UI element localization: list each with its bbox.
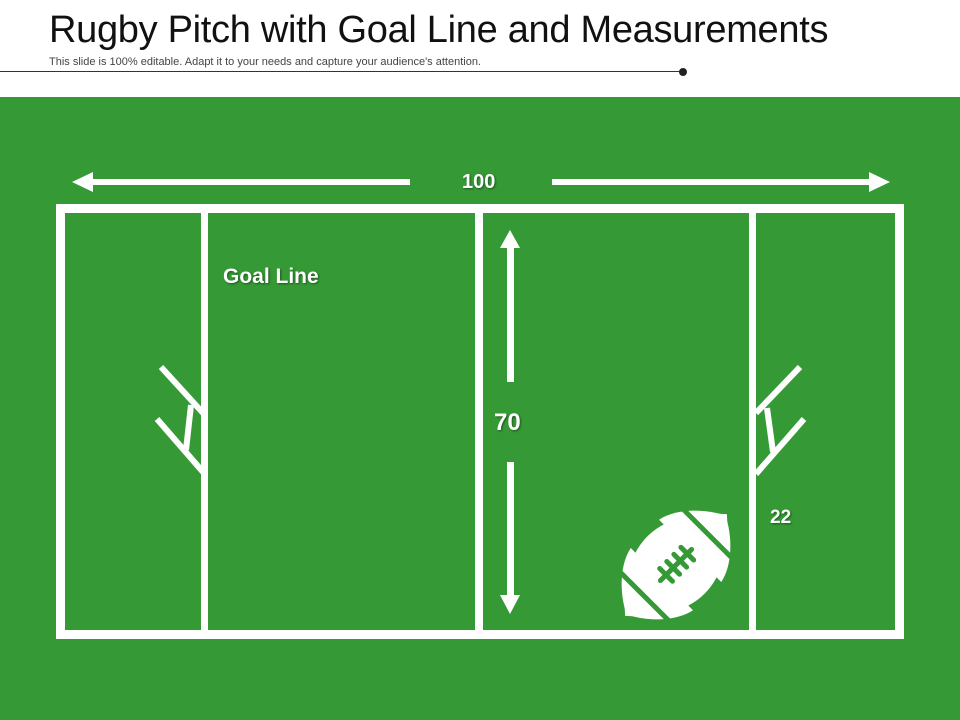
pitch-lines (201, 208, 756, 634)
page-title: Rugby Pitch with Goal Line and Measureme… (49, 9, 829, 51)
width-measurement-label: 100 (462, 171, 496, 193)
goal-line-label: Goal Line (223, 265, 319, 288)
goal-line-right (749, 208, 756, 634)
double-arrow-vertical-icon (500, 230, 520, 614)
page-subtitle: This slide is 100% editable. Adapt it to… (49, 56, 481, 68)
halfway-line (475, 208, 483, 634)
goal-line-left (201, 208, 208, 634)
title-divider-dot (679, 68, 687, 76)
height-measurement-label: 70 (494, 409, 521, 436)
goal-post-icon (753, 364, 807, 476)
double-arrow-horizontal-icon (72, 172, 890, 192)
goal-post-icon (154, 364, 206, 474)
rugby-ball-icon (613, 502, 739, 628)
title-divider (0, 71, 683, 72)
twenty-two-label: 22 (770, 507, 792, 528)
